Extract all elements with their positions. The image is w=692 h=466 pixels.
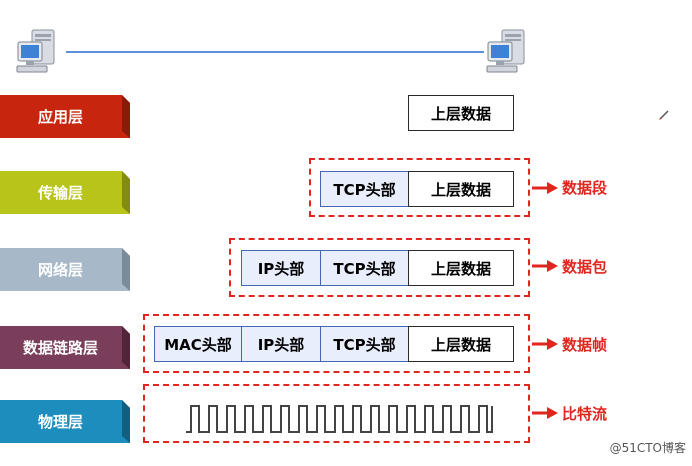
layer-transport: 传输层 (0, 171, 136, 214)
layer-label-network: 网络层 (37, 261, 83, 279)
layer-application: 应用层 (0, 95, 136, 138)
physical-bitstream-frame (143, 384, 530, 443)
computer-icon (14, 28, 62, 76)
layer-label-application: 应用层 (37, 108, 83, 126)
watermark-text: @51CTO博客 (609, 441, 686, 455)
pdu-packet-label: 数据包 (562, 258, 608, 276)
datalink-ip-header: IP头部 (241, 326, 321, 362)
pdu-frame-label: 数据帧 (562, 336, 608, 354)
layer-label-datalink: 数据链路层 (22, 339, 98, 357)
network-packet-frame (229, 238, 530, 297)
pdu-segment-label: 数据段 (562, 179, 608, 197)
transport-tcp-header: TCP头部 (320, 171, 409, 207)
computer-icon (484, 28, 532, 76)
network-tcp-header: TCP头部 (320, 250, 409, 286)
network-link-line (66, 51, 484, 53)
network-ip-header: IP头部 (241, 250, 321, 286)
datalink-tcp-header: TCP头部 (320, 326, 409, 362)
datalink-mac-header: MAC头部 (154, 326, 242, 362)
layer-network: 网络层 (0, 248, 136, 291)
layer-datalink: 数据链路层 (0, 326, 136, 369)
layer-physical: 物理层 (0, 400, 136, 443)
arrow-right-icon (532, 338, 558, 350)
pdu-bitstream-label: 比特流 (562, 405, 608, 423)
datalink-upper-data: 上层数据 (408, 326, 514, 362)
layer-label-transport: 传输层 (37, 184, 83, 202)
layer-label-physical: 物理层 (37, 413, 83, 431)
bitstream-waveform (186, 405, 493, 433)
arrow-right-icon (532, 182, 558, 194)
arrow-right-icon (532, 260, 558, 272)
transport-segment-frame (309, 158, 530, 217)
application-upper-data: 上层数据 (408, 95, 514, 131)
pen-icon (659, 110, 669, 120)
arrow-right-icon (532, 407, 558, 419)
transport-upper-data: 上层数据 (408, 171, 514, 207)
datalink-frame-frame (143, 314, 530, 373)
network-upper-data: 上层数据 (408, 250, 514, 286)
